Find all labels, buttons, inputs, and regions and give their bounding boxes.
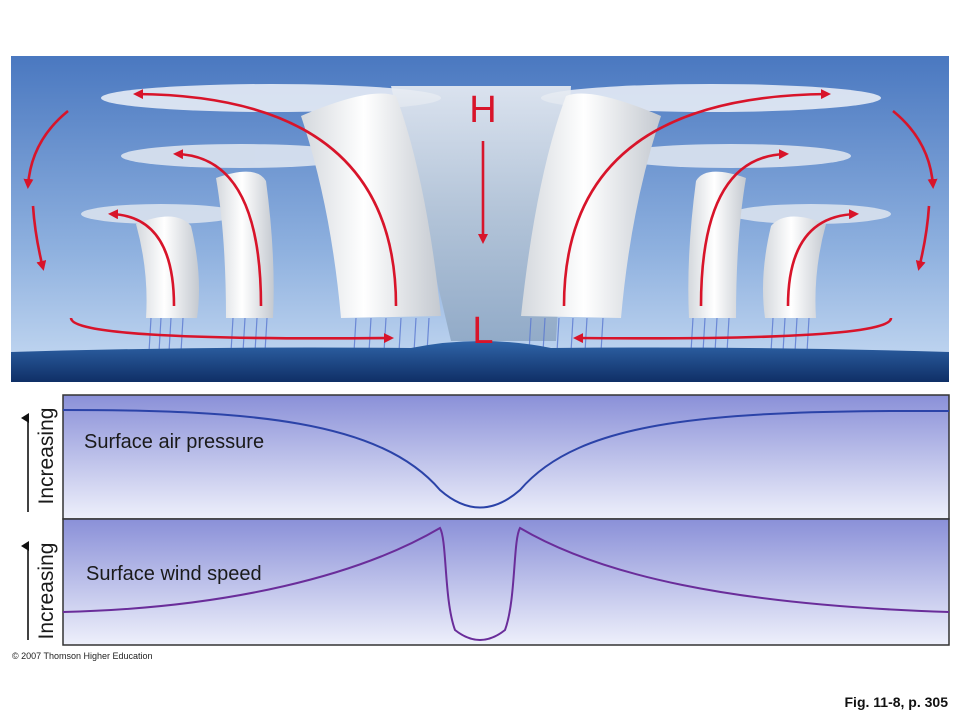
- hurricane-cross-section-illustration: H L: [11, 56, 949, 382]
- pressure-graph-panel: [62, 394, 950, 520]
- rain-streaks: [148, 317, 810, 353]
- subsidence-arrow-right-upper: [892, 109, 938, 189]
- wind-series-label: Surface wind speed: [86, 563, 262, 585]
- rainband-arrow-left-outer: [108, 209, 176, 307]
- rainband-arrow-right-inner: [699, 149, 789, 307]
- inflow-arrow-left: [69, 317, 394, 344]
- circulation-arrows: [23, 89, 938, 344]
- eyewall-cloud-left: [301, 93, 441, 318]
- rainband-cloud-right-outer: [763, 216, 826, 318]
- rainband-arrow-right-outer: [786, 209, 859, 307]
- outflow-arrow-right: [562, 89, 831, 307]
- sea-surface: [11, 341, 949, 382]
- subsidence-arrow-left-upper: [23, 109, 69, 189]
- wind-axis-label: Increasing: [35, 542, 58, 640]
- subsidence-arrow-left-lower: [31, 205, 47, 271]
- pressure-axis-label: Increasing: [35, 407, 58, 505]
- inflow-arrow-right: [573, 317, 893, 344]
- rainband-arrow-left-inner: [173, 149, 263, 307]
- high-pressure-label: H: [469, 89, 496, 131]
- subsidence-arrow-right-lower: [915, 205, 931, 271]
- wind-speed-curve: [62, 526, 950, 641]
- cloud-towers: [136, 93, 826, 318]
- copyright-notice: © 2007 Thomson Higher Education: [12, 651, 153, 661]
- figure-caption: Fig. 11-8, p. 305: [844, 694, 949, 710]
- pressure-series-label: Surface air pressure: [84, 431, 265, 453]
- outflow-arrow-left: [133, 89, 398, 307]
- pressure-curve: [62, 409, 950, 509]
- low-pressure-label: L: [472, 310, 493, 352]
- rainband-cloud-left-outer: [136, 216, 199, 318]
